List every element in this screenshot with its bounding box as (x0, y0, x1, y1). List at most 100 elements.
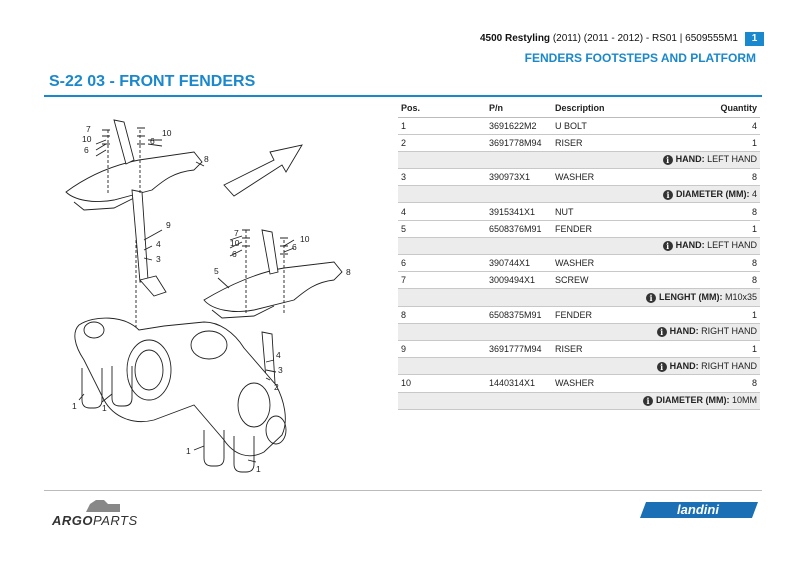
callout-label: 3 (278, 365, 283, 375)
model-years: (2011) (2011 - 2012) (552, 33, 644, 44)
cell-pn: 390973X1 (486, 168, 552, 187)
info-icon: i (656, 361, 667, 372)
cell-desc: WASHER (552, 254, 672, 273)
cell-pn: 3691622M2 (486, 117, 552, 135)
part-ref: 6509555M1 (685, 33, 738, 44)
model-name: 4500 Restyling (480, 33, 551, 44)
cell-qty: 8 (672, 168, 760, 187)
cell-pos: 8 (398, 306, 486, 324)
note-value: 4 (751, 188, 757, 199)
info-icon: i (662, 155, 673, 166)
cell-pn: 6508376M91 (486, 220, 552, 238)
table-header-row: Pos. P/n Description Quantity (398, 100, 760, 118)
cell-qty: 1 (672, 306, 760, 324)
info-icon: i (662, 241, 673, 252)
callout-label: 6 (150, 136, 155, 146)
callout-label: 7 (234, 228, 239, 238)
cell-qty: 1 (672, 134, 760, 152)
callout-label: 6 (84, 145, 89, 155)
note-label: HAND: (675, 154, 705, 165)
callout-label: 6 (292, 242, 297, 252)
callout-label: 10 (300, 234, 310, 244)
note-value: LEFT HAND (707, 240, 757, 251)
callout-label: 4 (156, 239, 161, 249)
info-icon: i (645, 292, 656, 303)
callout-label: 1 (102, 403, 107, 413)
callout-label: 10 (82, 134, 92, 144)
cell-pn: 1440314X1 (486, 374, 552, 393)
cell-qty: 4 (672, 117, 760, 135)
argo-parts-logo-text: ARGOPARTS (52, 513, 138, 528)
callout-label: 1 (256, 464, 261, 474)
cell-qty: 8 (672, 374, 760, 393)
argo-text-light: PARTS (93, 513, 138, 528)
note-value: M10x35 (724, 291, 757, 302)
cell-pos: 3 (398, 168, 486, 187)
fender-lower (203, 261, 343, 312)
callout-label: 2 (274, 382, 279, 392)
cell-pn: 3691777M94 (486, 340, 552, 359)
note-value: RIGHT HAND (701, 360, 757, 371)
note-label: DIAMETER (MM): (655, 395, 730, 406)
exploded-parts-diagram: 7 10 6 6 10 8 9 4 3 7 10 6 6 10 5 8 4 3 … (65, 119, 351, 474)
header-quantity: Quantity (672, 100, 760, 118)
cell-pos: 4 (398, 202, 486, 221)
header-separator: | (679, 33, 683, 44)
cell-pn: 3691778M94 (486, 134, 552, 152)
cell-pos: 5 (398, 220, 486, 238)
cell-desc: WASHER (552, 168, 672, 187)
cell-desc: SCREW (552, 271, 672, 290)
cell-qty: 1 (672, 220, 760, 238)
cell-desc: FENDER (552, 220, 672, 238)
note-label: DIAMETER (MM): (675, 188, 750, 199)
cell-pn: 390744X1 (486, 254, 552, 273)
cell-pos: 6 (398, 254, 486, 273)
cell-pn: 6508375M91 (486, 306, 552, 324)
note-value: 10MM (731, 395, 757, 406)
cell-pos: 1 (398, 117, 486, 135)
note-label: HAND: (669, 326, 699, 337)
cell-qty: 8 (672, 202, 760, 221)
callout-label: 3 (156, 254, 161, 264)
cell-pos: 7 (398, 271, 486, 290)
cell-desc: U BOLT (552, 117, 672, 135)
cell-qty: 8 (672, 254, 760, 273)
argo-parts-logo-icon (86, 500, 120, 512)
cell-desc: FENDER (552, 306, 672, 324)
callout-label: 1 (72, 401, 77, 411)
header-pos: Pos. (398, 100, 486, 118)
header-description: Description (552, 100, 672, 118)
cell-desc: RISER (552, 134, 672, 152)
callout-label: 4 (276, 350, 281, 360)
callout-label: 5 (214, 266, 219, 276)
callout-label: 10 (230, 238, 240, 248)
cell-pos: 2 (398, 134, 486, 152)
argo-text-bold: ARGO (52, 513, 93, 528)
cell-pos: 10 (398, 374, 486, 393)
cell-pn: 3009494X1 (486, 271, 552, 290)
fender-upper (65, 151, 203, 203)
cell-desc: NUT (552, 202, 672, 221)
cell-pos: 9 (398, 340, 486, 359)
callout-label: 9 (166, 220, 171, 230)
cell-pn: 3915341X1 (486, 202, 552, 221)
note-value: LEFT HAND (707, 154, 757, 165)
group-title: FENDERS FOOTSTEPS AND PLATFORM (524, 51, 756, 65)
callout-label: 1 (186, 446, 191, 456)
direction-arrow (223, 144, 303, 197)
cell-desc: WASHER (552, 374, 672, 393)
